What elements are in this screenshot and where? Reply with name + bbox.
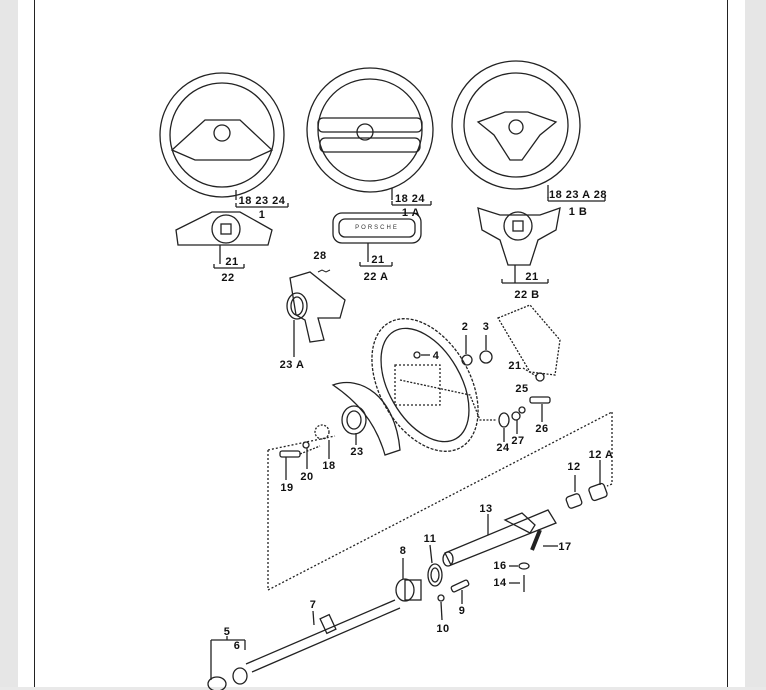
callout-w3-group: 18 23 A 28 <box>548 189 608 201</box>
callout-22a: 22 A <box>363 271 389 283</box>
wheel-back-cover <box>497 304 561 376</box>
callout-21: 21 <box>371 254 385 266</box>
callout-27: 27 <box>511 435 525 447</box>
callout-22: 22 <box>221 272 235 284</box>
horn-pad-22b <box>477 207 561 284</box>
callout-23: 23 <box>350 446 364 458</box>
callout-19: 19 <box>280 482 294 494</box>
horn-pad-22a <box>332 212 422 267</box>
callout-17: 17 <box>558 541 572 553</box>
callout-1: 1 <box>258 209 266 221</box>
callout-11: 11 <box>423 533 437 545</box>
callout-23a: 23 A <box>279 359 305 371</box>
callout-8: 8 <box>399 545 407 557</box>
callout-21: 21 <box>225 256 239 268</box>
callout-1b: 1 B <box>568 206 588 218</box>
callout-4: 4 <box>432 350 440 362</box>
document-page <box>18 0 745 687</box>
steering-column <box>207 460 608 690</box>
callout-2: 2 <box>461 321 469 333</box>
viewer-bottom-edge <box>0 687 766 690</box>
callout-26: 26 <box>535 423 549 435</box>
callout-6: 6 <box>233 640 241 652</box>
callout-9: 9 <box>458 605 466 617</box>
steering-wheel-1 <box>159 72 285 200</box>
hub-23a <box>286 269 346 357</box>
callout-w2-group: 18 24 <box>394 193 426 205</box>
callout-28: 28 <box>313 250 327 262</box>
steering-wheel-3 <box>451 60 581 198</box>
callout-w1-group: 18 23 24 <box>238 195 286 207</box>
callout-12: 12 <box>567 461 581 473</box>
page-border-right <box>727 0 728 687</box>
callout-14: 14 <box>493 577 507 589</box>
callout-21: 21 <box>508 360 522 372</box>
callout-25: 25 <box>515 383 529 395</box>
callout-16: 16 <box>493 560 507 572</box>
callout-20: 20 <box>300 471 314 483</box>
callout-22b: 22 B <box>514 289 540 301</box>
small-parts <box>279 335 551 480</box>
pad-brand-text: PORSCHE <box>355 225 399 231</box>
callout-24: 24 <box>496 442 510 454</box>
callout-13: 13 <box>479 503 493 515</box>
callout-7: 7 <box>309 599 317 611</box>
sport-steering-wheel <box>331 318 479 456</box>
callout-5: 5 <box>223 626 231 638</box>
steering-wheel-2 <box>306 67 434 200</box>
assembly-dashed-frame <box>267 411 613 592</box>
callout-3: 3 <box>482 321 490 333</box>
callout-18: 18 <box>322 460 336 472</box>
callout-12a: 12 A <box>588 449 614 461</box>
callout-21: 21 <box>525 271 539 283</box>
callout-10: 10 <box>436 623 450 635</box>
callout-1a: 1 A <box>401 207 421 219</box>
horn-pad-22 <box>175 211 273 269</box>
page-border-left <box>34 0 35 687</box>
